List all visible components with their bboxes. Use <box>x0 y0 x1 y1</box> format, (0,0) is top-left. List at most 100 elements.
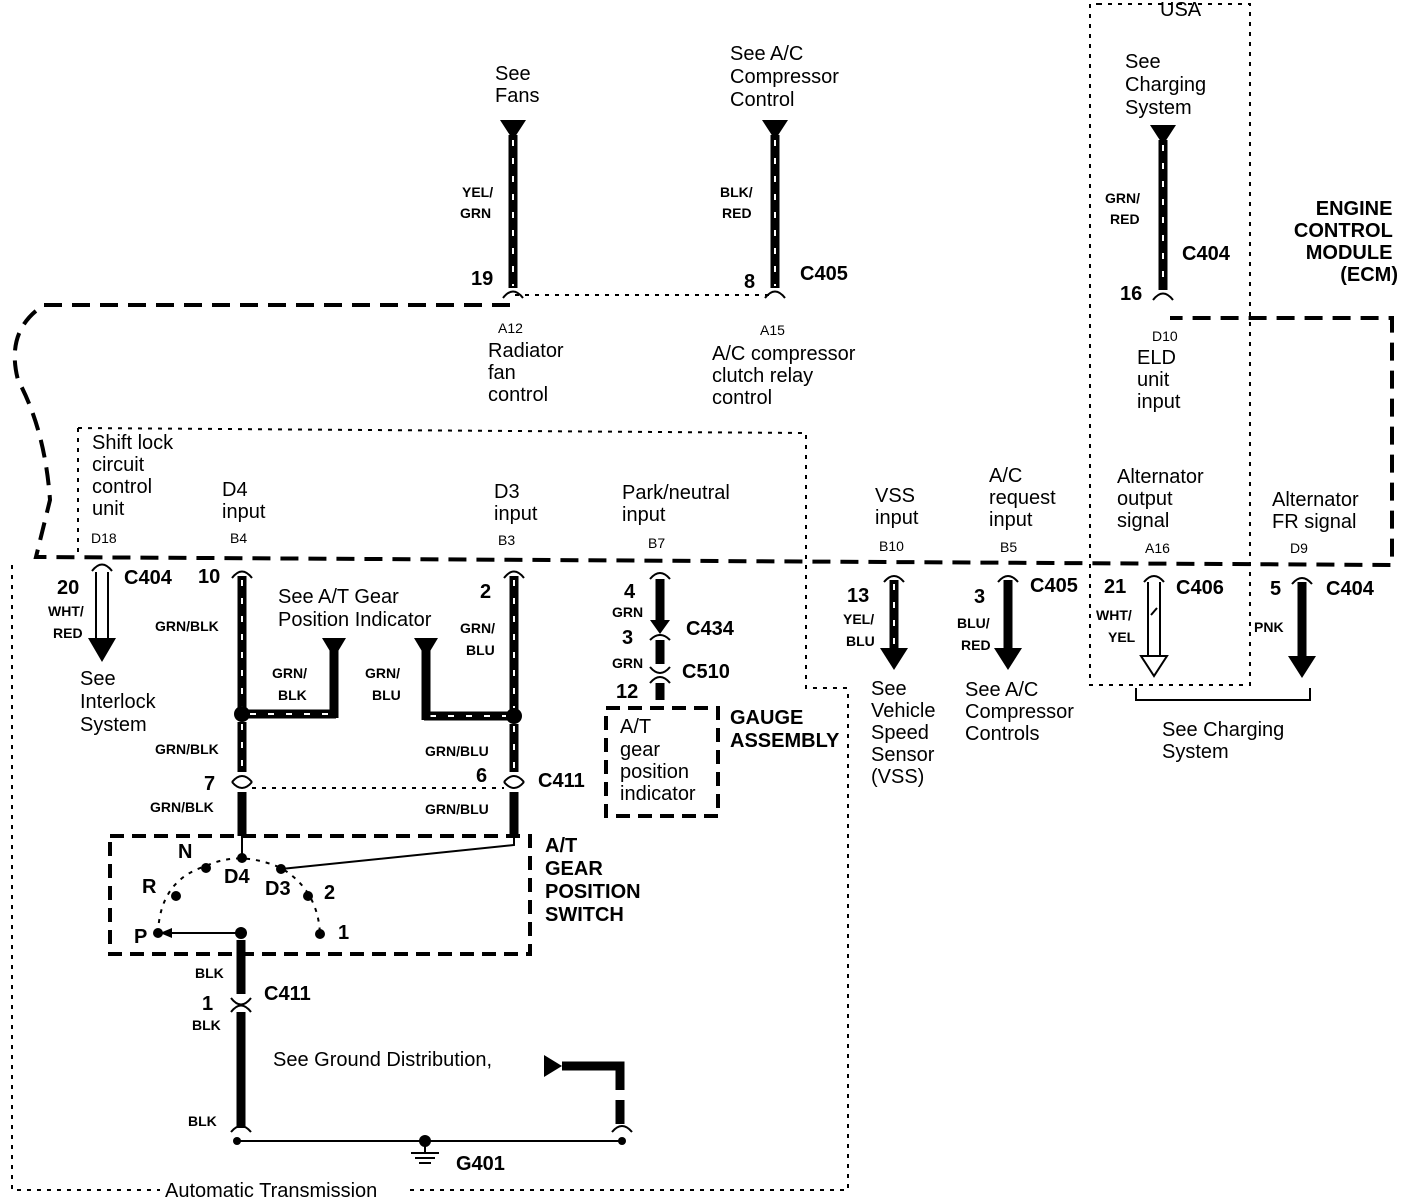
pos-d4: D4 <box>224 866 250 888</box>
ecm-title: ENGINE CONTROL MODULE (ECM) <box>1294 198 1398 286</box>
usa-label: USA <box>1160 0 1202 21</box>
interlock-arrow <box>88 638 116 662</box>
gear-ind-wire-2: GRN/BLU <box>365 665 401 703</box>
b3-wire: GRN/BLU <box>460 620 495 658</box>
pos-n: N <box>178 841 192 863</box>
d18-pin: 20 <box>57 577 79 599</box>
c405-top: C405 <box>800 263 848 285</box>
b4-pin: 10 <box>198 566 220 588</box>
b7-conn-2: C510 <box>682 661 730 683</box>
charging-arrow <box>1150 125 1176 145</box>
gear-switch-box <box>108 834 532 956</box>
b5-conn: C405 <box>1030 575 1078 597</box>
auto-trans-boundary <box>11 565 849 1191</box>
charging-pin: 16 <box>1120 283 1142 305</box>
d9-pin: 5 <box>1270 578 1281 600</box>
term-a16: A16 <box>1145 540 1170 556</box>
pos-p: P <box>134 926 147 948</box>
gear-ind-arrow-2 <box>414 638 438 658</box>
term-b3: B3 <box>498 532 515 548</box>
pos-r: R <box>142 876 157 898</box>
grn-blk-1: GRN/BLK <box>155 741 219 757</box>
d18-wire: WHT/RED <box>48 603 84 641</box>
pos-2: 2 <box>324 882 335 904</box>
b10-pin: 13 <box>847 585 869 607</box>
gauge-box <box>604 706 720 818</box>
term-a12: A12 <box>498 320 523 336</box>
blk-3: BLK <box>188 1113 217 1129</box>
pos-d3: D3 <box>265 878 291 900</box>
blk-2: BLK <box>192 1017 221 1033</box>
pin-1: 1 <box>202 993 213 1015</box>
gear-ind-wire-1: GRN/BLK <box>272 665 307 703</box>
pin-7: 7 <box>204 773 215 795</box>
b7-wire-1: GRN <box>612 604 643 620</box>
ground-point <box>419 1135 431 1147</box>
b10-wire: YEL/BLU <box>843 611 875 649</box>
a16-wire: WHT/YEL <box>1096 607 1136 645</box>
charging-bracket <box>1135 688 1311 701</box>
charging-wire-color: GRN/RED <box>1105 190 1140 227</box>
usa-boundary <box>1089 3 1251 686</box>
term-d10: D10 <box>1152 328 1178 344</box>
gear-ind-arrow-1 <box>322 638 346 658</box>
d9-conn: C404 <box>1326 578 1375 600</box>
ac-pin: 8 <box>744 271 755 293</box>
term-d9: D9 <box>1290 540 1308 556</box>
ac-req-arrow <box>994 648 1022 670</box>
b7-pin-3: 12 <box>616 681 638 703</box>
grn-blk-2: GRN/BLK <box>150 799 214 815</box>
a16-pin: 21 <box>1104 576 1126 598</box>
pin-6: 6 <box>476 765 487 787</box>
b5-pin: 3 <box>974 586 985 608</box>
ecm-boundary <box>12 303 1394 568</box>
term-b7: B7 <box>648 535 665 551</box>
d9-wire: PNK <box>1254 619 1284 635</box>
b4-wire: GRN/BLK <box>155 618 219 634</box>
b5-wire: BLU/RED <box>957 615 991 653</box>
a16-conn: C406 <box>1176 577 1224 599</box>
blk-1: BLK <box>195 965 224 981</box>
fr-arrow <box>1288 656 1316 678</box>
b7-wire-2: GRN <box>612 655 643 671</box>
b7-pin-2: 3 <box>622 627 633 649</box>
term-a15: A15 <box>760 322 785 338</box>
term-d18: D18 <box>91 530 117 546</box>
d18-conn: C404 <box>124 567 173 589</box>
ac-wire-color: BLK/RED <box>720 184 753 221</box>
pos-1: 1 <box>338 922 349 944</box>
term-b4: B4 <box>230 530 247 546</box>
vss-arrow <box>880 648 908 670</box>
fans-pin: 19 <box>471 268 493 290</box>
grn-blu-2: GRN/BLU <box>425 801 489 817</box>
ac-arrow <box>762 120 788 140</box>
ground-dist-ref: See Ground Distribution, <box>273 1049 492 1071</box>
b3-pin: 2 <box>480 581 491 603</box>
fans-arrow <box>500 120 526 140</box>
b7-pin-1: 4 <box>624 581 636 603</box>
term-b5: B5 <box>1000 539 1017 555</box>
g401: G401 <box>456 1153 505 1175</box>
grn-blu-1: GRN/BLU <box>425 743 489 759</box>
